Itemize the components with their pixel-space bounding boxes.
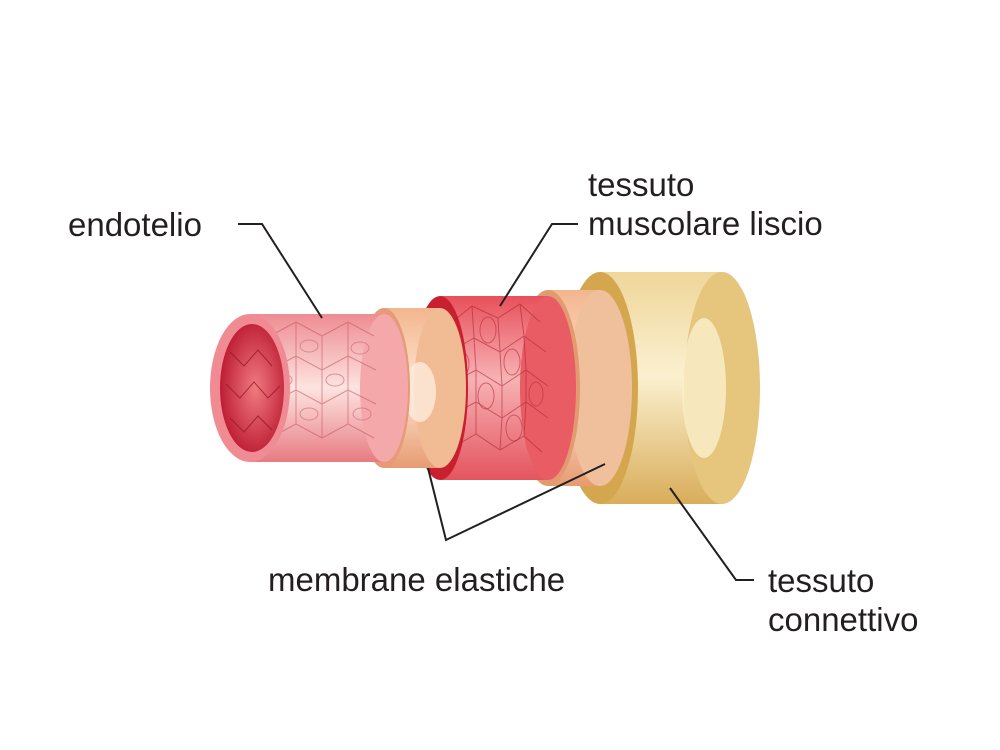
label-membrane-elastiche: membrane elastiche (268, 560, 565, 599)
label-connettivo-line1: tessuto (768, 561, 918, 600)
label-muscolare-line1: tessuto (588, 165, 823, 204)
leader-endotelio (238, 224, 322, 318)
label-endotelio: endotelio (68, 205, 202, 244)
label-tessuto-muscolare-liscio: tessuto muscolare liscio (588, 165, 823, 243)
label-connettivo-line2: connettivo (768, 600, 918, 639)
endothelium-layer (210, 314, 408, 462)
label-tessuto-connettivo: tessuto connettivo (768, 561, 918, 639)
label-muscolare-line2: muscolare liscio (588, 204, 823, 243)
